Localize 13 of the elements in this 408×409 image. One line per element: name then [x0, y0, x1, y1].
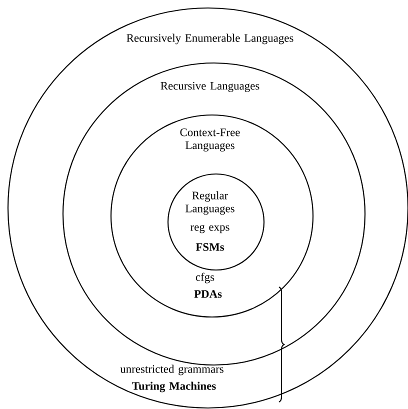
set-label: cfgs [196, 272, 214, 284]
set-label: Regular Languages [186, 191, 234, 215]
set-label: Recursively Enumerable Languages [126, 34, 294, 44]
set-label: FSMs [196, 243, 224, 251]
set-circle [62, 62, 366, 366]
set-circle [167, 173, 265, 271]
set-label: Context-Free Languages [180, 128, 240, 152]
set-label: unrestricted grammars [120, 364, 224, 376]
set-label: Recursive Languages [160, 82, 260, 92]
set-label: PDAs [194, 290, 222, 298]
set-label: Turing Machines [132, 382, 216, 392]
set-circle [110, 114, 314, 318]
set-label: reg exps [190, 224, 230, 234]
